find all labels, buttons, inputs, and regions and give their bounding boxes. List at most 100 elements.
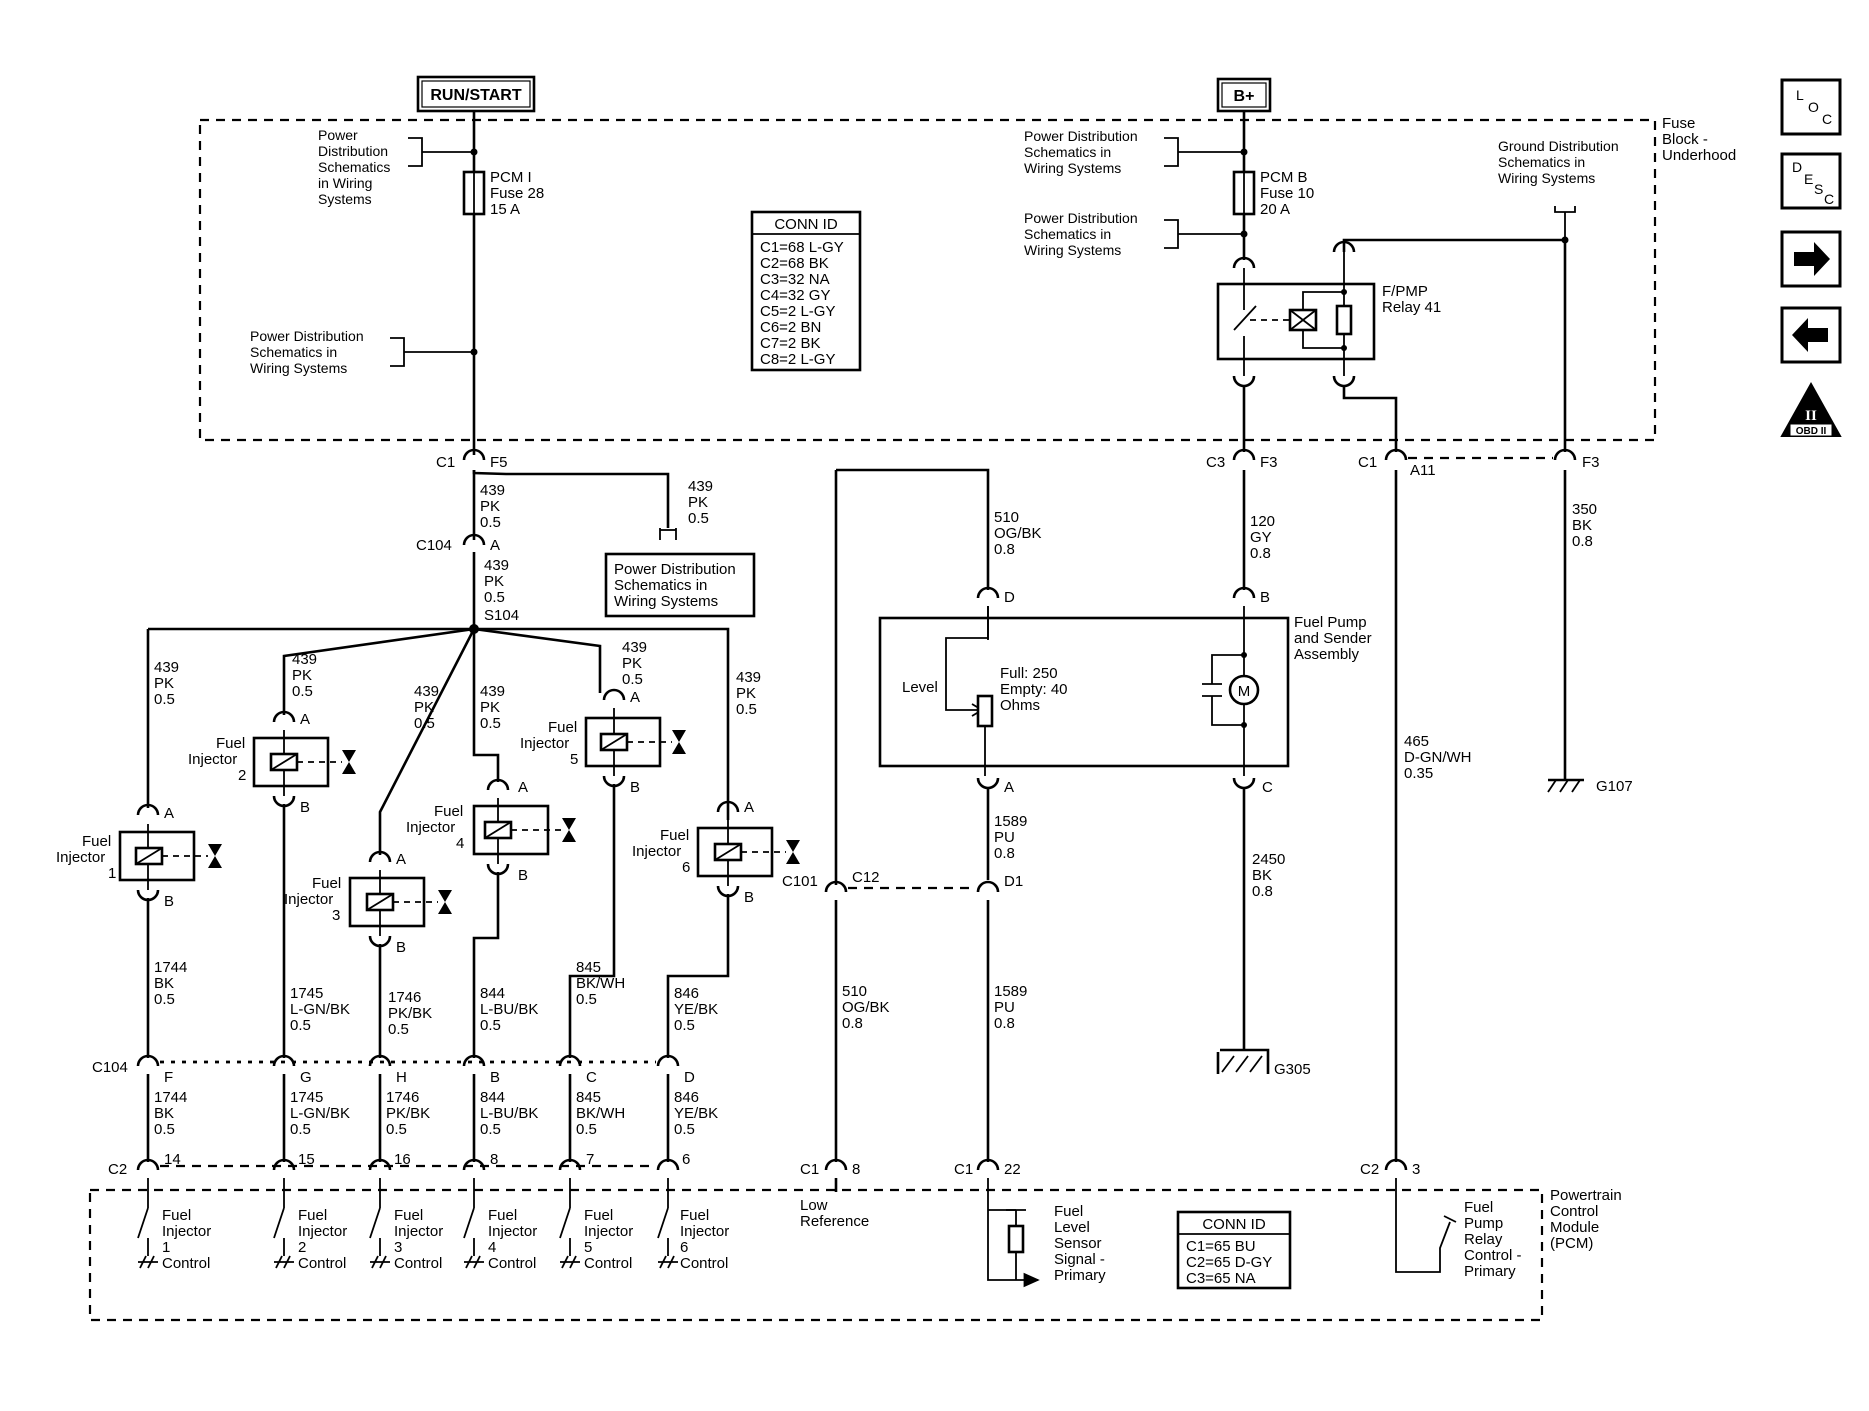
ground-g305-icon [1216,1048,1270,1074]
pcm-b-fuse-label-2: Fuse 10 [1260,185,1314,202]
inj3-label-1: Fuel [312,875,341,892]
conn-id-top-row-6: C6=2 BN [760,319,821,336]
gy-120-color: GY [1250,529,1272,546]
w1746-upper-gauge: 0.5 [388,1021,409,1038]
sender-rating-empty: Empty: 40 [1000,681,1068,698]
ground-g305-label: G305 [1274,1061,1311,1078]
pcm-label-3: Module [1550,1219,1599,1236]
b-plus-tag: B+ [1216,77,1272,113]
w1744-lower-color: BK [154,1105,174,1122]
w1745-upper-color: L-GN/BK [290,1001,350,1018]
w846-lower-gauge: 0.5 [674,1121,695,1138]
conn-id-top-row-8: C8=2 L-GY [760,351,835,368]
desc-button[interactable]: D E S C [1780,152,1842,210]
pcm-inj2-label-2: Injector [298,1223,347,1240]
c104-pin-f: F [164,1069,173,1086]
c104-a-label: A [490,537,500,554]
c1-label-left: C1 [436,454,455,471]
inj1-supply-color: PK [154,675,174,692]
pu-1589-lower-gauge: 0.8 [994,1015,1015,1032]
inj2-label-2: Injector [188,751,237,768]
power-dist-2-line-2: Schematics in [250,344,337,360]
obd-ii-icon: II [1805,408,1817,424]
w846-upper-number: 846 [674,985,699,1002]
obd-ii-button[interactable]: II OBD II [1780,381,1842,437]
conn-id-table-top: CONN ID C1=68 L-GY C2=68 BK C3=32 NA C4=… [750,210,862,372]
c104-label-top: C104 [416,537,452,554]
pcm-inj4-number: 4 [488,1239,496,1256]
w844-upper-color: L-BU/BK [480,1001,538,1018]
conn-id-pcm-row-2: C2=65 D-GY [1186,1254,1272,1271]
desc-letter-s: S [1814,181,1823,197]
pcm-label-2: Control [1550,1203,1598,1220]
pcm-inj6-control: Control [680,1255,728,1272]
inj4-supply-color: PK [480,699,500,716]
f3-label-ground: F3 [1582,454,1600,471]
power-dist-1-line-2: Distribution [318,143,388,159]
conn-id-pcm-row-3: C3=65 NA [1186,1270,1256,1287]
w1744-upper-number: 1744 [154,959,187,976]
pump-pin-b: B [1260,589,1270,606]
pump-pin-a: A [1004,779,1014,796]
pcm-pin-3: 3 [1412,1161,1420,1178]
desc-letter-c: C [1824,191,1834,207]
pcm-pin-16: 16 [394,1151,411,1168]
conn-id-top-title: CONN ID [774,216,838,233]
loc-letter-c: C [1822,111,1832,127]
c104-pin-g: G [300,1069,312,1086]
w1744-upper-color: BK [154,975,174,992]
pcm-label-1: Powertrain [1550,1187,1622,1204]
w1746-lower-gauge: 0.5 [386,1121,407,1138]
inj5-label-2: Injector [520,735,569,752]
inj6-label-1: Fuel [660,827,689,844]
bk-2450-gauge: 0.8 [1252,883,1273,900]
inj2-pin-a: A [300,711,310,728]
w1745-lower-color: L-GN/BK [290,1105,350,1122]
inj4-label-2: Injector [406,819,455,836]
c3-f3-connector [1232,448,1256,461]
inj2-number: 2 [238,767,246,784]
sender-rating-unit: Ohms [1000,697,1040,714]
c2-label-left: C2 [108,1161,127,1178]
power-dist-2-line-1: Power Distribution [250,328,364,344]
inj6-supply-gauge: 0.5 [736,701,757,718]
power-dist-2-bracket [390,337,474,367]
pcm-inj3-label-2: Injector [394,1223,443,1240]
power-dist-4-line-1: Power Distribution [1024,210,1138,226]
fuse-block-label-1: Fuse [1662,115,1695,132]
c104-bottom-connector [136,1054,680,1067]
pcm-inj6-number: 6 [680,1239,688,1256]
og-bk-510-lower-number: 510 [842,983,867,1000]
sender-level-label: Level [902,679,938,696]
pu-1589-lower-color: PU [994,999,1015,1016]
level-sensor-label-5: Primary [1054,1267,1106,1284]
pk-439-main-gauge: 0.5 [480,514,501,531]
og-bk-510-upper-number: 510 [994,509,1019,526]
pcm-b-fuse-label-1: PCM B [1260,169,1308,186]
pcm-inj5-label-2: Injector [584,1223,633,1240]
inj3-supply-gauge: 0.5 [414,715,435,732]
inj5-pin-a: A [630,689,640,706]
pcm-pin-8-lowref: 8 [852,1161,860,1178]
w1744-lower-gauge: 0.5 [154,1121,175,1138]
fuel-pump-sender-assembly [878,606,1290,776]
pcm-pin-15: 15 [298,1151,315,1168]
next-page-button[interactable] [1780,230,1842,288]
pump-motor-icon: M [1238,683,1251,700]
conn-id-pcm-row-1: C1=65 BU [1186,1238,1256,1255]
previous-page-button[interactable] [1780,306,1842,364]
pump-assembly-label-1: Fuel Pump [1294,614,1367,631]
pcm-level-sensor-circuit [987,1178,1040,1288]
inj2-label-1: Fuel [216,735,245,752]
pcm-label-4: (PCM) [1550,1235,1593,1252]
pcm-i-fuse-label-1: PCM I [490,169,532,186]
pu-1589-upper-number: 1589 [994,813,1027,830]
inj3-supply-color: PK [414,699,434,716]
loc-button[interactable]: L O C [1780,78,1842,136]
pcm-i-fuse-label-3: 15 A [490,201,520,218]
low-reference-label-1: Low [800,1197,828,1214]
inj3-label-2: Injector [284,891,333,908]
w1744-upper-gauge: 0.5 [154,991,175,1008]
og-bk-510-lower-gauge: 0.8 [842,1015,863,1032]
w1746-upper-color: PK/BK [388,1005,432,1022]
